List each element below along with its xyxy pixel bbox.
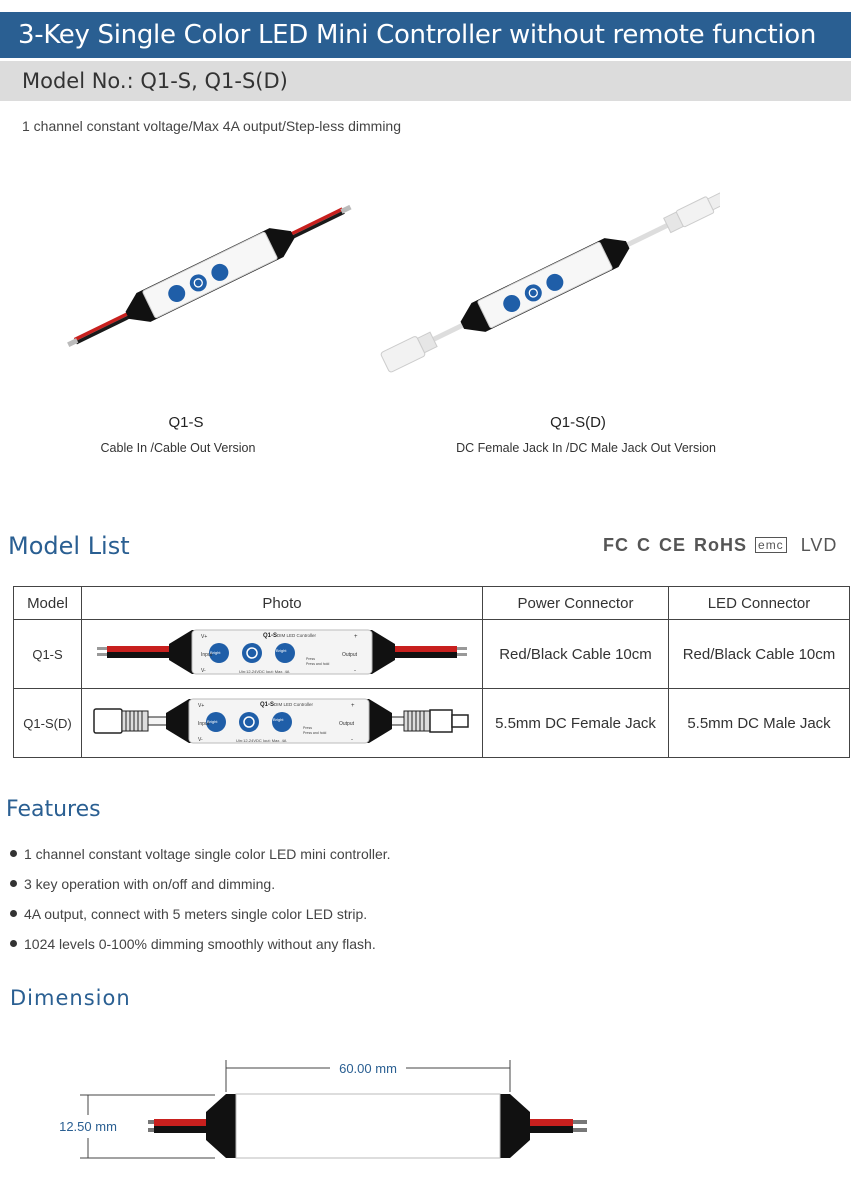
row-led-connector: Red/Black Cable 10cm: [668, 619, 850, 689]
ce-mark: CE: [659, 535, 687, 555]
svg-text:Output: Output: [342, 652, 358, 658]
svg-text:+: +: [351, 703, 355, 709]
svg-text:Uin:12-24VDC Iout: Max. 4A: Uin:12-24VDC Iout: Max. 4A: [236, 738, 287, 743]
list-item: 3 key operation with on/off and dimming.: [10, 872, 391, 902]
dimension-drawing: 60.00 mm 12.50 mm: [59, 1060, 587, 1159]
height-label: 12.50 mm: [59, 1119, 117, 1134]
svg-text:DIM LED Controller: DIM LED Controller: [277, 633, 317, 638]
row-led-connector: 5.5mm DC Male Jack: [668, 688, 850, 758]
svg-text:Bright: Bright: [207, 719, 218, 724]
table-header-row: Model Photo Power Connector LED Connecto…: [13, 586, 850, 620]
page-title: 3-Key Single Color LED Mini Controller w…: [0, 12, 851, 58]
svg-text:Press: Press: [306, 657, 315, 661]
features-list: 1 channel constant voltage single color …: [10, 842, 391, 962]
fcc-mark: FC: [603, 535, 629, 555]
emc-mark: emc: [755, 537, 787, 553]
features-heading: Features: [6, 797, 101, 822]
col-photo: Photo: [81, 586, 483, 620]
svg-text:V-: V-: [201, 668, 206, 674]
length-label: 60.00 mm: [339, 1061, 397, 1076]
product-desc-1: Cable In /Cable Out Version: [100, 441, 256, 455]
svg-text:Bright: Bright: [273, 717, 284, 722]
svg-text:DIM LED Controller: DIM LED Controller: [274, 702, 314, 707]
list-item: 1024 levels 0-100% dimming smoothly with…: [10, 932, 391, 962]
svg-text:+: +: [354, 634, 358, 640]
certification-marks: FC C CE RoHS emc LVD: [603, 535, 845, 556]
lvd-mark: LVD: [800, 535, 838, 555]
svg-text:Q1-S: Q1-S: [263, 633, 277, 639]
svg-text:Input: Input: [201, 652, 213, 658]
svg-text:Press and hold: Press and hold: [303, 731, 326, 735]
svg-text:V-: V-: [198, 737, 203, 743]
col-power: Power Connector: [482, 586, 669, 620]
svg-text:Press: Press: [303, 726, 312, 730]
row-model: Q1-S(D): [13, 688, 82, 758]
col-model: Model: [13, 586, 82, 620]
dimension-heading: Dimension: [10, 986, 131, 1010]
col-led: LED Connector: [668, 586, 850, 620]
svg-text:Uin:12-24VDC Iout: Max. 4A: Uin:12-24VDC Iout: Max. 4A: [239, 669, 290, 674]
row-photo: Q1-S DIM LED Controller V+ Input V- Brig…: [81, 688, 483, 758]
product-name-2: Q1-S(D): [550, 414, 606, 431]
svg-text:Input: Input: [198, 721, 210, 727]
model-list-table: Model Photo Power Connector LED Connecto…: [13, 586, 850, 758]
table-row: Q1-S Q1-S DIM LED Controller V+ Input V-…: [13, 619, 850, 689]
svg-text:Q1-S: Q1-S: [260, 702, 274, 708]
model-number: Model No.: Q1-S, Q1-S(D): [0, 61, 851, 101]
model-list-heading: Model List: [8, 532, 130, 560]
device-photo-dc-jack: Q1-S DIM LED Controller V+ Input V- Brig…: [93, 698, 469, 744]
product-name-1: Q1-S: [168, 414, 204, 431]
row-photo: Q1-S DIM LED Controller V+ Input V- Brig…: [81, 619, 483, 689]
device-photo-cable: Q1-S DIM LED Controller V+ Input V- Brig…: [97, 629, 467, 675]
product-subtitle: 1 channel constant voltage/Max 4A output…: [22, 118, 401, 134]
table-row: Q1-S(D) Q1-S DIM LE: [13, 688, 850, 758]
product-photo-q1-s: [67, 204, 352, 347]
svg-text:Bright: Bright: [276, 648, 287, 653]
row-power-connector: 5.5mm DC Female Jack: [482, 688, 669, 758]
list-item: 4A output, connect with 5 meters single …: [10, 902, 391, 932]
svg-text:Press and hold: Press and hold: [306, 662, 329, 666]
row-power-connector: Red/Black Cable 10cm: [482, 619, 669, 689]
rohs-mark: RoHS: [694, 535, 748, 555]
row-model: Q1-S: [13, 619, 82, 689]
c-tick-mark: C: [637, 535, 651, 555]
list-item: 1 channel constant voltage single color …: [10, 842, 391, 872]
svg-text:Bright: Bright: [210, 650, 221, 655]
svg-text:V+: V+: [201, 634, 207, 640]
svg-text:V+: V+: [198, 703, 204, 709]
svg-text:-: -: [351, 737, 353, 743]
product-photo-q1-s-d: [380, 190, 720, 373]
svg-text:-: -: [354, 668, 356, 674]
svg-text:Output: Output: [339, 721, 355, 727]
product-desc-2: DC Female Jack In /DC Male Jack Out Vers…: [456, 441, 716, 455]
